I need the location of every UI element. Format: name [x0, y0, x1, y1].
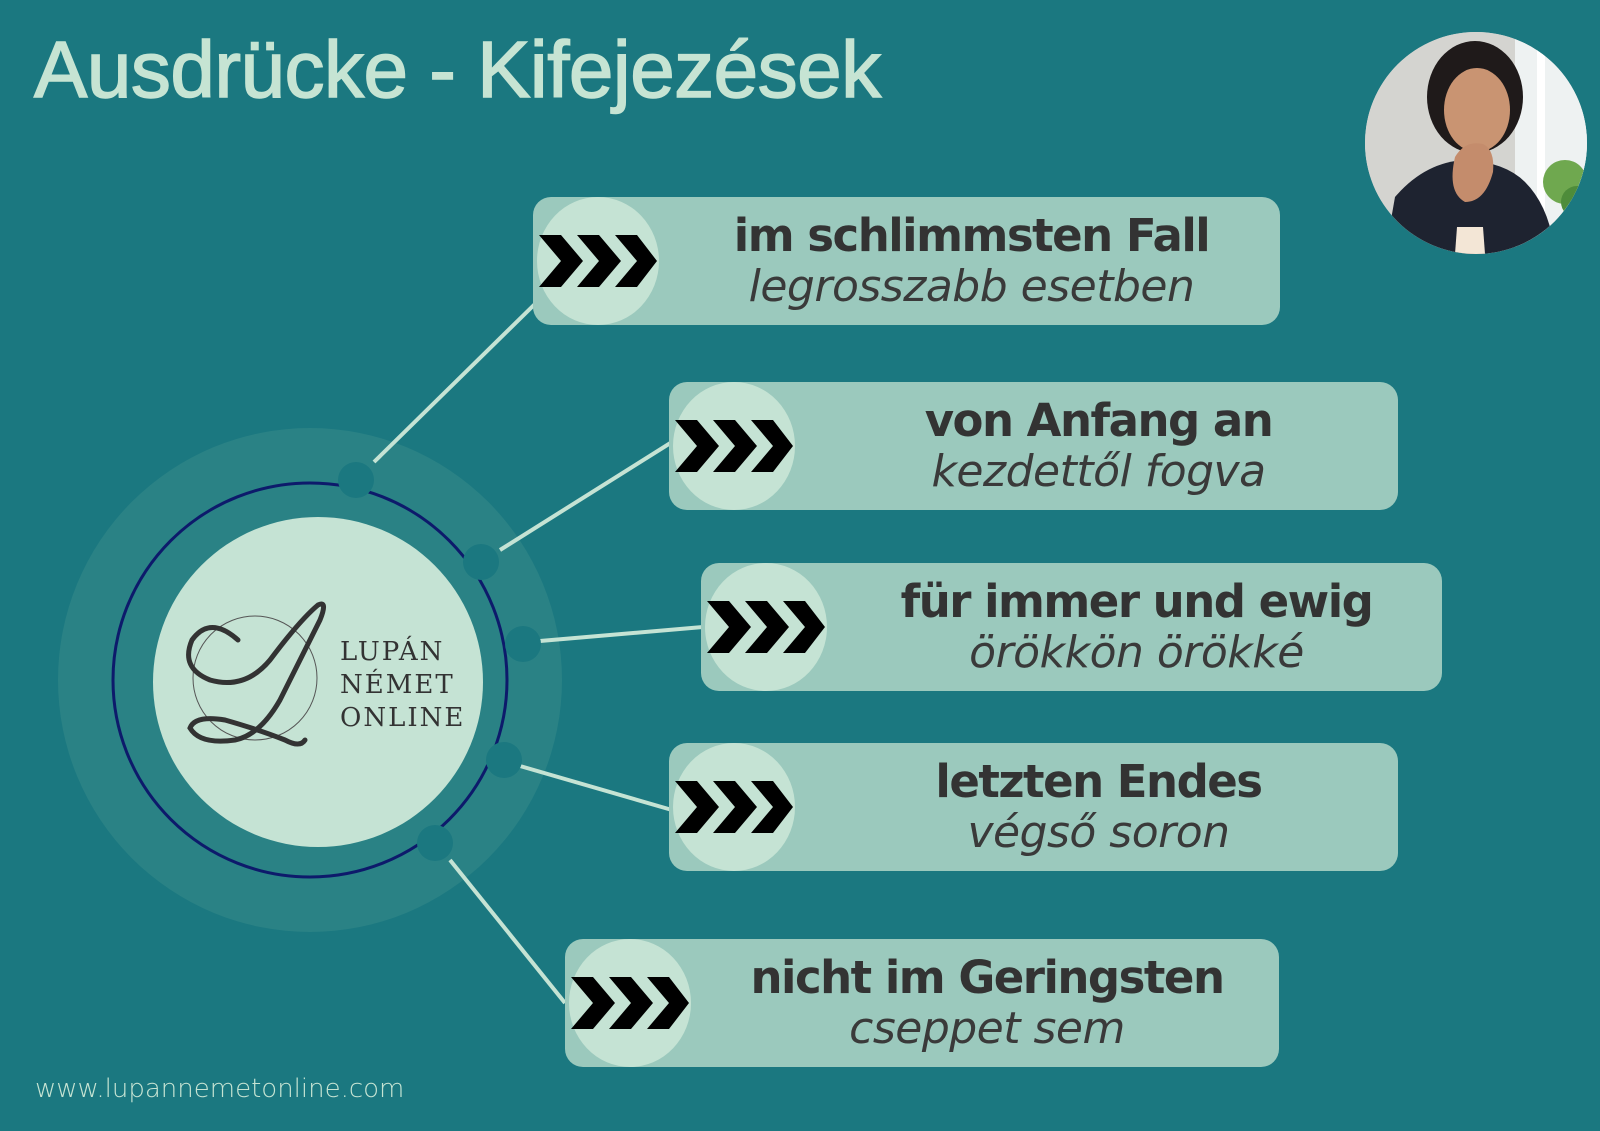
triple-chevron-right-icon: [675, 420, 793, 472]
triple-chevron-right-icon: [539, 235, 657, 287]
logo-line-2: NÉMET: [340, 670, 455, 700]
phrase-text: letzten Endes végső soron: [799, 743, 1398, 871]
hungarian-translation: örökkön örökké: [969, 627, 1304, 678]
triple-chevron-right-icon: [675, 781, 793, 833]
hungarian-translation: végső soron: [967, 807, 1230, 858]
hungarian-translation: kezdettől fogva: [931, 446, 1266, 497]
german-phrase: nicht im Geringsten: [750, 951, 1225, 1004]
german-phrase: von Anfang an: [924, 394, 1274, 447]
phrase-text: im schlimmsten Fall legrosszabb esetben: [663, 197, 1280, 325]
phrase-card: nicht im Geringsten cseppet sem: [565, 939, 1279, 1067]
phrase-text: für immer und ewig örökkön örökké: [831, 563, 1442, 691]
hungarian-translation: cseppet sem: [849, 1003, 1125, 1054]
connector-lines: [372, 300, 704, 1005]
ring-nodes: [338, 462, 541, 861]
page-title: Ausdrücke - Kifejezések: [33, 25, 882, 114]
navy-ring: [111, 481, 509, 879]
logo-monogram-icon: [186, 601, 326, 747]
german-phrase: im schlimmsten Fall: [733, 209, 1211, 262]
german-phrase: letzten Endes: [935, 755, 1263, 808]
triple-chevron-right-icon: [571, 977, 689, 1029]
hungarian-translation: legrosszabb esetben: [748, 261, 1195, 312]
phrase-card: von Anfang an kezdettől fogva: [669, 382, 1398, 510]
logo-wordmark: LUPÁN NÉMET ONLINE: [340, 636, 465, 735]
phrase-text: nicht im Geringsten cseppet sem: [695, 939, 1279, 1067]
logo-disc: [153, 517, 483, 847]
phrase-card: letzten Endes végső soron: [669, 743, 1398, 871]
triple-chevron-right-icon: [707, 601, 825, 653]
logo-line-1: LUPÁN: [340, 637, 445, 667]
logo-line-3: ONLINE: [340, 703, 466, 733]
phrase-card: im schlimmsten Fall legrosszabb esetben: [533, 197, 1280, 325]
phrase-text: von Anfang an kezdettől fogva: [799, 382, 1398, 510]
german-phrase: für immer und ewig: [900, 575, 1374, 628]
website-url[interactable]: www.lupannemetonline.com: [35, 1074, 405, 1104]
phrase-card: für immer und ewig örökkön örökké: [701, 563, 1442, 691]
